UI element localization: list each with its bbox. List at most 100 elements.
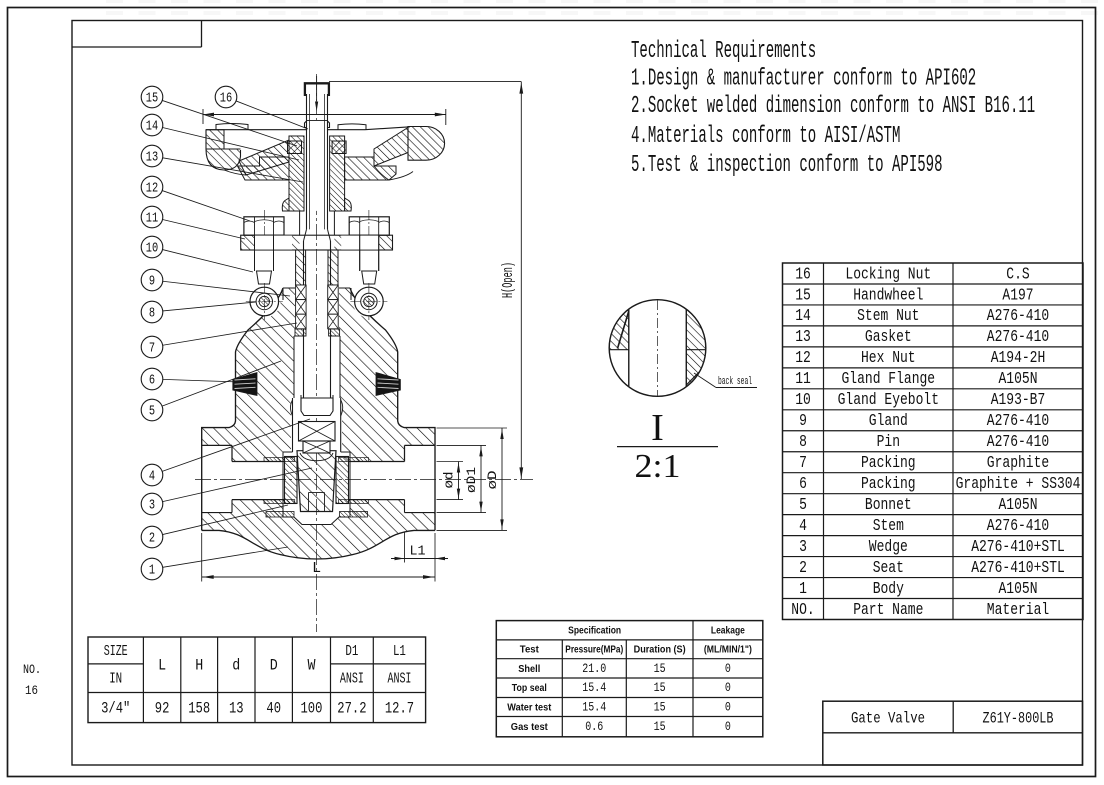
svg-text:16: 16 [25,683,38,698]
svg-text:Specification: Specification [568,626,621,637]
svg-text:Locking Nut: Locking Nut [845,265,931,284]
svg-text:12.7: 12.7 [385,700,414,718]
svg-text:Gasket: Gasket [865,328,912,347]
svg-text:4: 4 [799,517,807,536]
svg-text:Duration (S): Duration (S) [634,645,686,656]
svg-text:13: 13 [229,700,244,718]
svg-text:NO.: NO. [791,601,814,620]
svg-text:92: 92 [155,700,170,718]
svg-text:IN: IN [109,671,122,688]
svg-text:0: 0 [725,681,731,695]
svg-text:8: 8 [799,433,807,452]
svg-text:27.2: 27.2 [337,700,366,718]
svg-text:6: 6 [799,475,807,494]
svg-text:A276-410: A276-410 [987,307,1049,326]
svg-text:21.0: 21.0 [582,662,606,676]
svg-text:Gate Valve: Gate Valve [851,710,925,728]
svg-text:1: 1 [149,564,155,579]
svg-text:14: 14 [146,120,158,135]
svg-text:Bonnet: Bonnet [865,496,912,515]
svg-text:Packing: Packing [861,454,916,473]
svg-text:2: 2 [149,532,155,547]
svg-text:14: 14 [795,307,811,326]
svg-text:0.6: 0.6 [585,720,603,734]
svg-text:øD: øD [485,470,500,489]
svg-text:3: 3 [799,538,807,557]
svg-text:15: 15 [795,286,811,305]
svg-text:12: 12 [795,349,811,368]
svg-text:10: 10 [795,391,811,410]
svg-text:ød: ød [442,472,457,489]
svg-text:L: L [312,560,321,577]
svg-text:Pin: Pin [877,433,900,452]
svg-text:Water test: Water test [507,702,552,713]
svg-text:6: 6 [149,374,155,389]
svg-text:SIZE: SIZE [104,643,128,660]
svg-text:NO.: NO. [23,662,41,677]
svg-text:1: 1 [799,580,807,599]
svg-text:Body: Body [873,580,904,599]
svg-text:15.4: 15.4 [582,700,606,714]
svg-text:12: 12 [146,182,158,197]
svg-text:9: 9 [149,275,155,290]
svg-text:2:1: 2:1 [635,448,681,485]
svg-text:100: 100 [301,700,323,718]
svg-text:D: D [270,656,278,674]
svg-text:A194-2H: A194-2H [991,349,1046,368]
svg-text:Material: Material [987,601,1049,620]
svg-text:11: 11 [146,212,158,227]
svg-text:A105N: A105N [999,370,1038,389]
svg-text:A276-410+STL: A276-410+STL [971,559,1065,578]
svg-text:9: 9 [799,412,807,431]
svg-text:ANSI: ANSI [340,671,364,688]
svg-text:8: 8 [149,307,155,322]
svg-text:Part Name: Part Name [853,601,923,620]
svg-text:I: I [651,407,664,449]
svg-text:15: 15 [654,720,666,734]
svg-text:Z61Y-800LB: Z61Y-800LB [983,710,1054,728]
svg-text:A276-410+STL: A276-410+STL [971,538,1065,557]
svg-text:Leakage: Leakage [711,626,745,637]
svg-text:5: 5 [149,405,155,420]
svg-text:L: L [158,656,166,674]
svg-text:15: 15 [146,92,158,107]
svg-text:7: 7 [149,342,155,357]
svg-text:5: 5 [799,496,807,515]
svg-text:Gland Flange: Gland Flange [842,370,936,389]
svg-text:Test: Test [520,645,540,656]
svg-text:1.Design & manufacturer confor: 1.Design & manufacturer conform to API60… [631,66,976,93]
svg-text:W: W [307,656,315,674]
svg-text:Top seal: Top seal [512,683,547,694]
svg-text:13: 13 [795,328,811,347]
svg-text:Hex Nut: Hex Nut [861,349,916,368]
svg-text:3: 3 [149,499,155,514]
svg-text:40: 40 [266,700,281,718]
svg-text:Pressure(MPa): Pressure(MPa) [565,645,623,656]
svg-text:Shell: Shell [518,664,540,675]
svg-text:back seal: back seal [718,376,752,388]
svg-text:A105N: A105N [999,496,1038,515]
svg-text:16: 16 [795,265,811,284]
svg-text:ANSI: ANSI [387,671,411,688]
svg-text:Stem Nut: Stem Nut [857,307,919,326]
svg-text:Technical Requirements: Technical Requirements [631,38,816,65]
svg-text:Graphite + SS304: Graphite + SS304 [956,475,1081,494]
svg-text:15: 15 [654,681,666,695]
svg-text:H(Open): H(Open) [500,262,517,298]
svg-text:Packing: Packing [861,475,916,494]
svg-text:7: 7 [799,454,807,473]
svg-text:D1: D1 [345,643,358,660]
svg-text:A276-410: A276-410 [987,412,1049,431]
svg-text:16: 16 [220,92,232,107]
svg-text:5.Test & inspection conform to: 5.Test & inspection conform to API598 [631,152,943,179]
svg-text:A105N: A105N [999,580,1038,599]
svg-text:C.S: C.S [1006,265,1029,284]
svg-text:d: d [232,656,240,674]
svg-text:0: 0 [725,662,731,676]
svg-text:4.Materials conform to AISI/AS: 4.Materials conform to AISI/ASTM [631,123,900,150]
svg-text:A197: A197 [1002,286,1033,305]
svg-text:Seat: Seat [873,559,904,578]
svg-text:0: 0 [725,720,731,734]
svg-text:13: 13 [146,151,158,166]
svg-text:A276-410: A276-410 [987,517,1049,536]
